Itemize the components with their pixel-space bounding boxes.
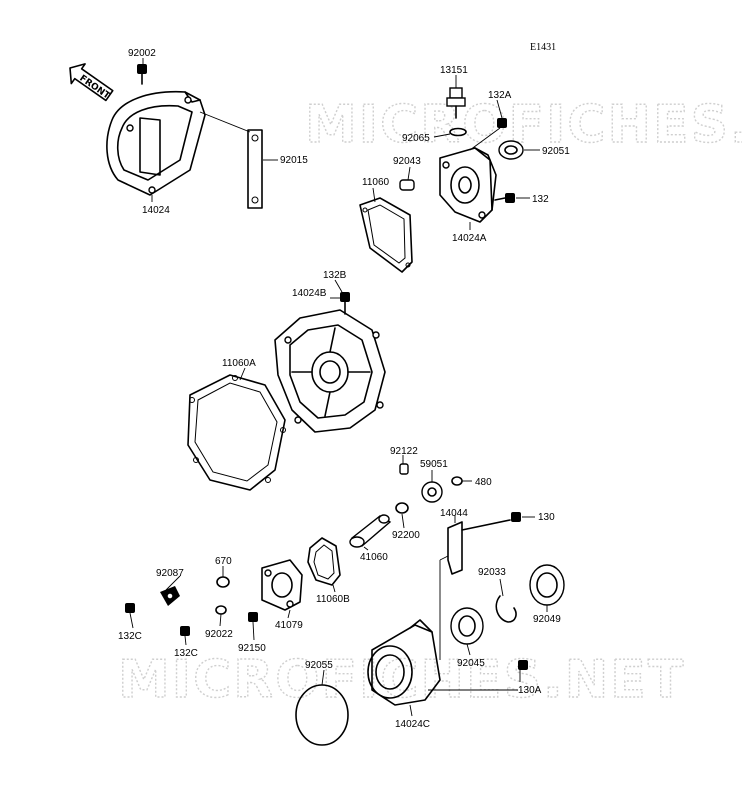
label-11060A: 11060A xyxy=(222,358,256,369)
part-92051-bearing xyxy=(498,140,524,160)
label-59051: 59051 xyxy=(420,459,448,470)
part-labels: 92002 92015 14024 13151 132A 92065 92051… xyxy=(118,48,570,730)
part-59051-impeller xyxy=(421,481,443,503)
label-132B: 132B xyxy=(323,270,347,281)
watermark-top: MICROFICHES.NET xyxy=(305,95,742,155)
label-92049: 92049 xyxy=(533,614,561,625)
part-132C-bolt-a xyxy=(125,603,135,613)
label-92055: 92055 xyxy=(305,660,333,671)
part-11060B-gasket xyxy=(307,537,341,586)
part-670-oring xyxy=(216,576,230,588)
part-11060A-gasket xyxy=(187,374,286,491)
diagram-code: E1431 xyxy=(530,42,556,53)
label-14024C: 14024C xyxy=(395,719,430,730)
front-arrow-icon: FRONT xyxy=(69,63,114,102)
part-92033-circlip xyxy=(495,595,517,623)
part-92065-oring xyxy=(449,127,467,137)
part-92200-washer xyxy=(395,502,409,514)
part-92045-bearing xyxy=(450,607,484,645)
label-41079: 41079 xyxy=(275,620,303,631)
label-92033: 92033 xyxy=(478,567,506,578)
label-92150: 92150 xyxy=(238,643,266,654)
label-14024A: 14024A xyxy=(452,233,487,244)
part-11060-gasket xyxy=(359,197,413,273)
label-92015: 92015 xyxy=(280,155,308,166)
part-13151-fitting xyxy=(446,87,466,119)
part-92122-pin xyxy=(399,463,409,475)
label-11060B: 11060B xyxy=(316,594,350,605)
part-132A-bolt xyxy=(469,118,507,151)
part-480-ring xyxy=(451,476,463,486)
label-92122: 92122 xyxy=(390,446,418,457)
part-92022-washer xyxy=(215,605,227,615)
part-14024B-cover xyxy=(274,309,386,433)
watermark-bottom: MICROFICHES.NET xyxy=(118,650,685,710)
label-130A: 130A xyxy=(518,685,542,696)
label-92043: 92043 xyxy=(393,156,421,167)
label-14044: 14044 xyxy=(440,508,468,519)
part-132-bolt xyxy=(494,193,515,203)
label-14024: 14024 xyxy=(142,205,170,216)
label-92200: 92200 xyxy=(392,530,420,541)
label-480: 480 xyxy=(475,477,492,488)
label-130: 130 xyxy=(538,512,555,523)
part-130-bolt xyxy=(511,512,521,522)
label-14024B: 14024B xyxy=(292,288,327,299)
part-130A-bolt xyxy=(518,660,528,670)
label-132C-a: 132C xyxy=(118,631,142,642)
label-13151: 13151 xyxy=(440,65,468,76)
part-92049-seal xyxy=(529,564,565,606)
label-92022: 92022 xyxy=(205,629,233,640)
label-92002: 92002 xyxy=(128,48,156,59)
part-14024-cover xyxy=(106,90,206,196)
part-92087-fitting xyxy=(160,586,180,606)
part-92015-plate xyxy=(199,111,263,209)
label-11060: 11060 xyxy=(362,177,390,188)
part-92043-pin xyxy=(399,179,415,191)
part-14024A-housing xyxy=(439,147,497,223)
label-41060: 41060 xyxy=(360,552,388,563)
part-132B-bolt xyxy=(340,292,350,315)
label-92087: 92087 xyxy=(156,568,184,579)
label-132A: 132A xyxy=(488,90,512,101)
label-92065: 92065 xyxy=(402,133,430,144)
part-132C-bolt-b xyxy=(180,626,190,636)
label-670: 670 xyxy=(215,556,232,567)
label-92045: 92045 xyxy=(457,658,485,669)
label-132: 132 xyxy=(532,194,549,205)
part-92150-bolt xyxy=(248,612,258,622)
part-92002-bolt xyxy=(137,64,147,85)
label-92051: 92051 xyxy=(542,146,570,157)
part-14044-bracket xyxy=(447,519,511,575)
label-132C-b: 132C xyxy=(174,648,198,659)
leader-lines xyxy=(129,58,548,717)
part-41060-shaft xyxy=(349,514,392,548)
part-41079-pump-body xyxy=(261,559,303,611)
